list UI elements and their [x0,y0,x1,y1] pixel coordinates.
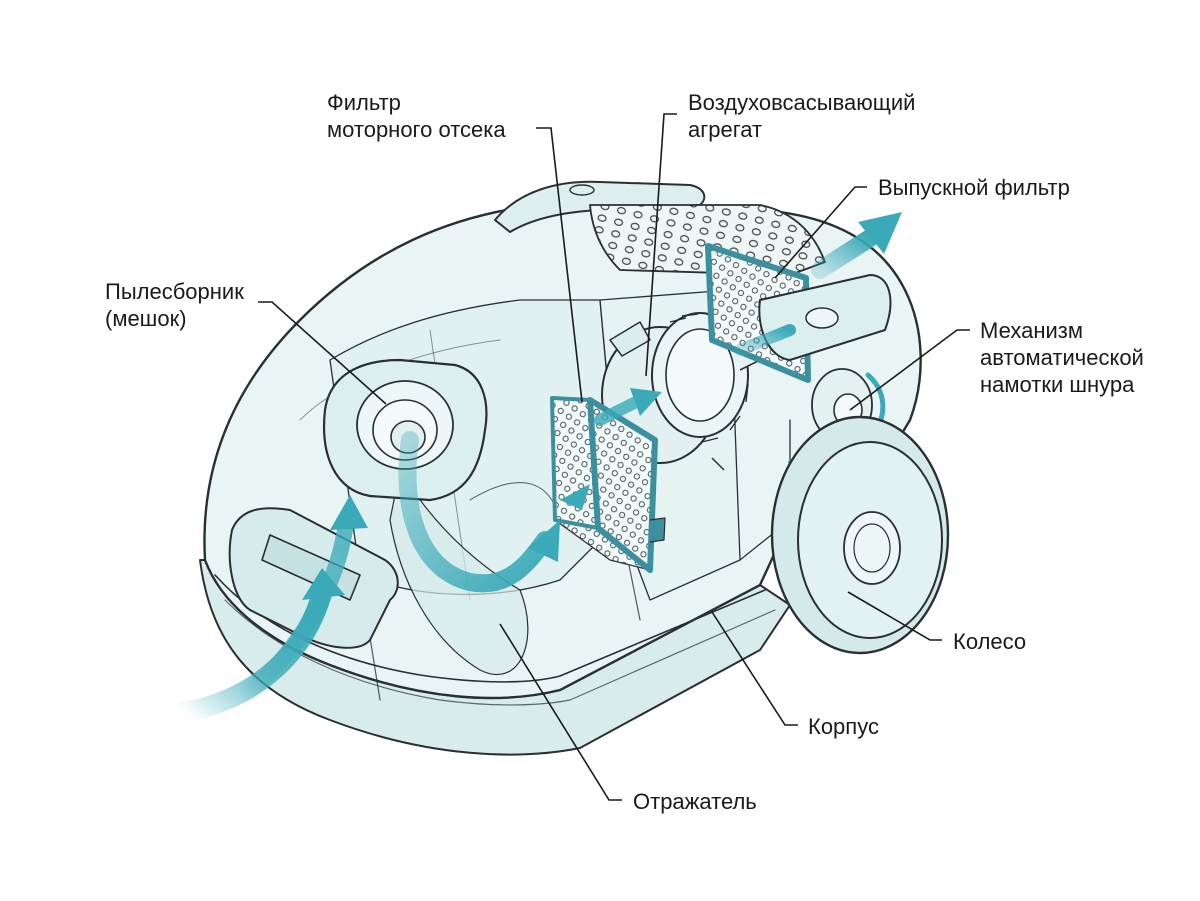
label-wheel-line-1: Колесо [953,629,1027,654]
label-housing-line-1: Корпус [808,714,879,739]
label-housing: Корпус [808,713,879,740]
label-exhaust-filter-line-1: Выпускной фильтр [878,175,1070,200]
leader-lines [258,113,970,801]
airflow-out-head [858,212,902,254]
label-cord-mechanism: Механизм автоматической намотки шнура [980,317,1144,398]
label-air-unit-line-1: Воздуховсасывающий [688,90,916,115]
label-motor-filter: Фильтр моторного отсека [327,89,506,143]
label-motor-filter-line-2: моторного отсека [327,117,506,142]
wheel-part [770,415,950,655]
label-motor-filter-line-1: Фильтр [327,90,401,115]
label-cord-mechanism-line-3: намотки шнура [980,372,1135,397]
label-reflector: Отражатель [633,788,757,815]
airflow-arrows [175,212,902,722]
leader-air-unit [645,113,677,377]
airflow-filter-head [560,484,590,510]
label-cord-mechanism-line-2: автоматической [980,345,1144,370]
label-dust-bag-line-2: (мешок) [105,306,187,331]
leader-reflector [499,623,622,801]
airflow-bag-head [528,520,560,562]
leader-exhaust-filter [774,186,867,279]
leader-housing [711,611,798,726]
leader-motor-filter [536,127,583,403]
label-exhaust-filter: Выпускной фильтр [878,174,1070,201]
motor-filter-part [550,396,666,573]
label-cord-mechanism-line-1: Механизм [980,318,1083,343]
label-reflector-line-1: Отражатель [633,789,757,814]
label-air-unit: Воздуховсасывающий агрегат [688,89,915,143]
leader-dust-bag [258,301,387,405]
airflow-in-head-2 [330,495,368,530]
label-dust-bag: Пылесборник (мешок) [105,278,244,332]
airflow-motor-head [630,388,662,416]
leader-cord [849,329,970,411]
leader-wheel [847,591,942,641]
label-wheel: Колесо [953,628,1026,655]
label-dust-bag-line-1: Пылесборник [105,279,244,304]
label-air-unit-line-2: агрегат [688,117,763,142]
